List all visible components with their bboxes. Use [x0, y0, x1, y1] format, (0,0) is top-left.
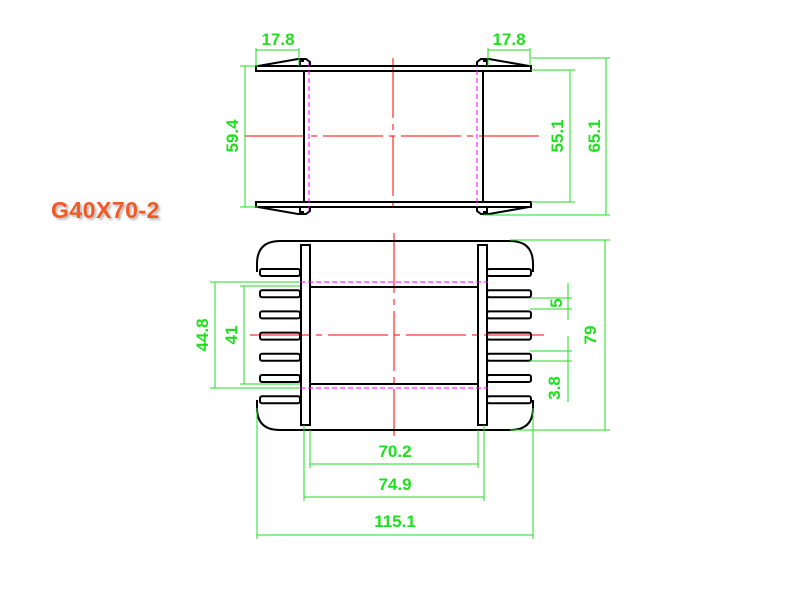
- svg-text:55.1: 55.1: [548, 119, 567, 152]
- svg-text:115.1: 115.1: [374, 512, 416, 531]
- dim-window-outer: 44.8: [193, 281, 300, 389]
- bottom-flange: [255, 201, 532, 208]
- heatsink-fins: [259, 268, 532, 405]
- left-fin: [259, 374, 301, 383]
- left-fin: [259, 352, 301, 362]
- svg-text:41: 41: [222, 326, 241, 345]
- top-view: 17.8 17.8 59.4 55.1 65.1: [223, 30, 610, 216]
- svg-text:59.4: 59.4: [223, 119, 242, 153]
- svg-text:65.1: 65.1: [585, 119, 604, 152]
- top-left-wedge: [257, 58, 311, 67]
- top-flange: [255, 65, 532, 72]
- svg-text:74.9: 74.9: [378, 475, 411, 494]
- dim-overall-height-front: 79: [510, 239, 610, 431]
- left-fin: [259, 310, 301, 320]
- svg-text:5: 5: [547, 298, 566, 307]
- dim-body-height: 55.1: [531, 69, 575, 203]
- right-fin: [486, 310, 532, 320]
- dim-flange-left: 17.8: [255, 30, 300, 66]
- dim-body-width: 70.2: [309, 430, 479, 468]
- svg-text:17.8: 17.8: [492, 30, 525, 49]
- dim-overall-width: 115.1: [256, 408, 534, 539]
- right-fin: [486, 374, 532, 383]
- bottom-left-wedge: [257, 206, 311, 215]
- svg-text:44.8: 44.8: [193, 318, 212, 351]
- dim-overall-height-top: 65.1: [483, 57, 610, 216]
- left-fin: [259, 331, 301, 341]
- left-fin: [259, 268, 301, 277]
- svg-text:70.2: 70.2: [378, 442, 411, 461]
- right-fin: [486, 395, 532, 405]
- svg-text:17.8: 17.8: [261, 30, 294, 49]
- part-number-title: G40X70-2: [51, 197, 160, 223]
- dim-fin-gap: 3.8: [530, 336, 572, 402]
- svg-text:3.8: 3.8: [545, 376, 564, 400]
- dim-bobbin-width: 74.9: [303, 425, 485, 501]
- right-fin: [486, 331, 532, 341]
- front-view: 44.8 41 5 3.8 79 70.2: [193, 233, 610, 539]
- right-fin: [486, 289, 532, 299]
- right-fin: [486, 352, 532, 362]
- left-fin: [259, 395, 301, 405]
- right-fin: [486, 268, 532, 277]
- top-right-wedge: [476, 58, 530, 67]
- bottom-right-wedge: [476, 206, 530, 215]
- dim-fin-pitch: 5: [530, 283, 572, 320]
- svg-text:79: 79: [581, 326, 600, 345]
- left-fin: [259, 289, 301, 299]
- dim-flange-right: 17.8: [487, 30, 531, 66]
- dim-window-inner: 41: [222, 285, 300, 385]
- dim-inner-height: 59.4: [223, 65, 258, 208]
